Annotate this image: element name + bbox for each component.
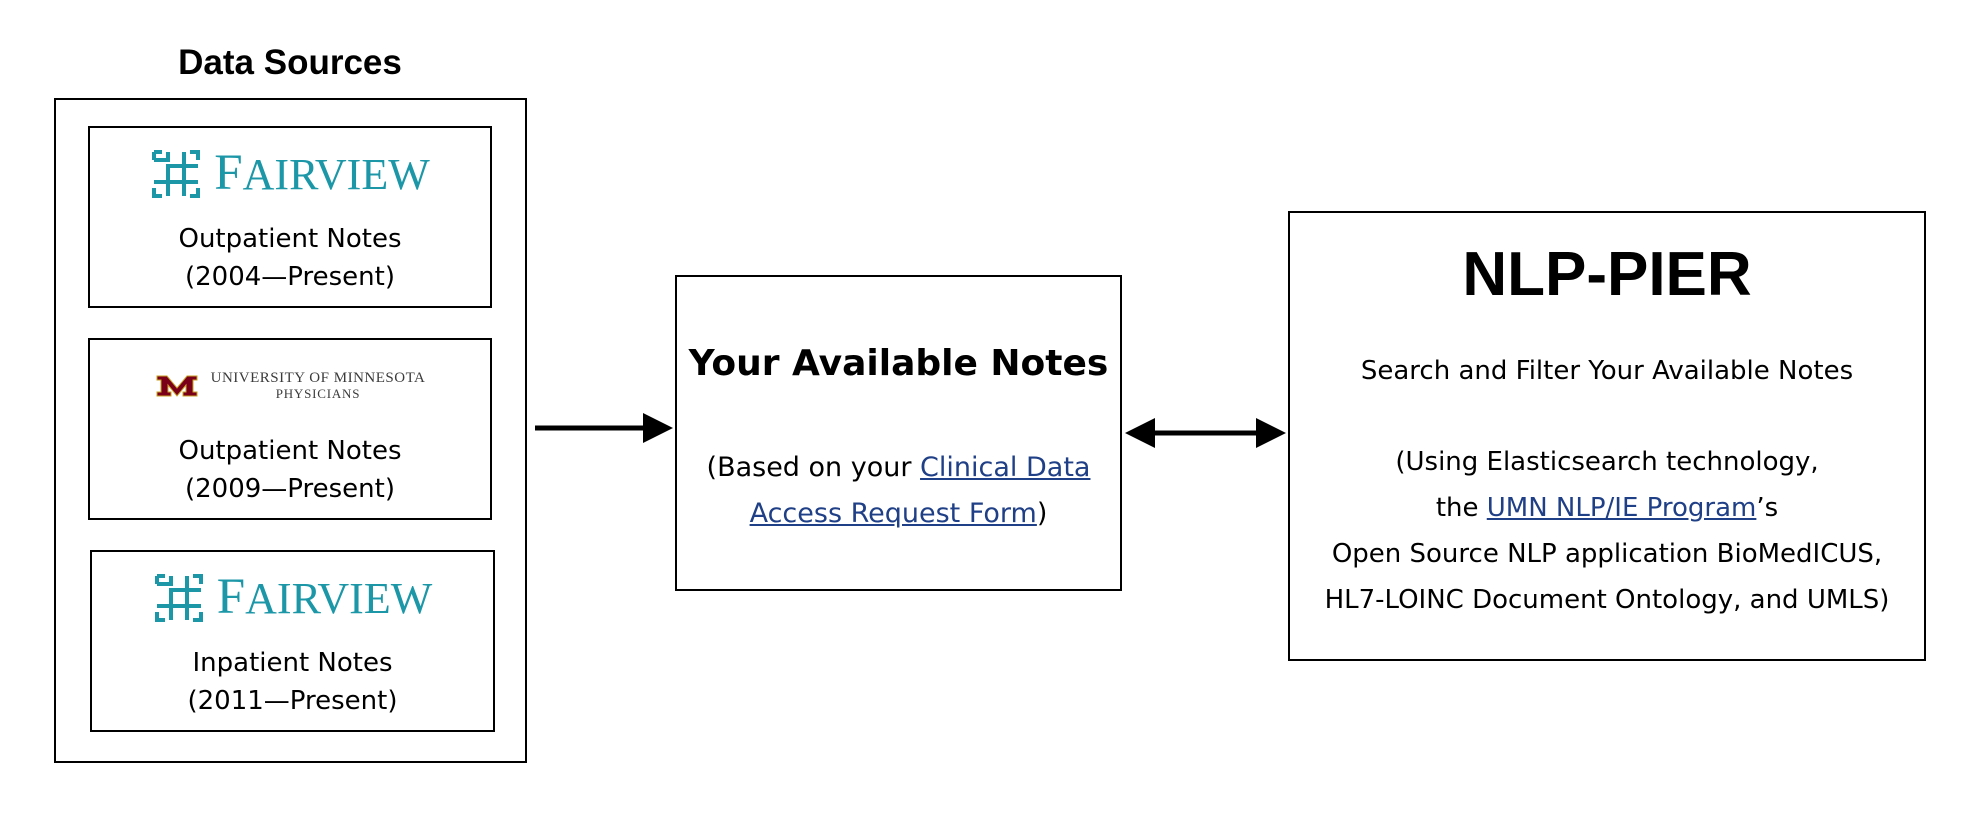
data-sources-container [54, 98, 527, 763]
umn-nlp-ie-program-link[interactable]: UMN NLP/IE Program [1486, 493, 1757, 523]
date-range: (2009—Present) [184, 474, 395, 504]
nlp-pier-title: NLP-PIER [1462, 240, 1752, 309]
umn-physicians-logo: UNIVERSITY OF MINNESOTA PHYSICIANS [90, 366, 490, 406]
source-card-fairview-inpatient: FAIRVIEW Inpatient Notes (2011—Present) [90, 550, 495, 732]
fairview-wordmark: FAIRVIEW [216, 569, 433, 625]
fairview-wordmark: FAIRVIEW [214, 145, 430, 201]
notes-label: Outpatient Notes [178, 436, 402, 466]
notes-label: Inpatient Notes [192, 648, 393, 678]
notes-label: Outpatient Notes [178, 224, 402, 254]
source-card-fairview-outpatient: FAIRVIEW Outpatient Notes (2004—Present) [88, 126, 492, 308]
nlp-pier-description: (Using Elasticsearch technology, the UMN… [1324, 447, 1890, 615]
available-notes-title: Your Available Notes [688, 343, 1109, 384]
fairview-logo: FAIRVIEW [92, 569, 493, 626]
available-notes-box: Your Available Notes (Based on your Clin… [675, 275, 1122, 591]
source-card-umn-outpatient: UNIVERSITY OF MINNESOTA PHYSICIANS Outpa… [88, 338, 492, 520]
fairview-emblem-icon [152, 150, 201, 198]
date-range: (2011—Present) [187, 686, 398, 716]
fairview-logo: FAIRVIEW [90, 145, 490, 202]
nlp-pier-box: NLP-PIER Search and Filter Your Availabl… [1288, 211, 1926, 661]
umn-wordmark: UNIVERSITY OF MINNESOTA PHYSICIANS [210, 370, 426, 401]
fairview-emblem-icon [154, 574, 203, 622]
umn-block-m-icon [156, 375, 198, 397]
date-range: (2004—Present) [184, 262, 395, 292]
data-sources-heading: Data Sources [178, 43, 402, 82]
nlp-pier-subtitle: Search and Filter Your Available Notes [1360, 356, 1854, 386]
